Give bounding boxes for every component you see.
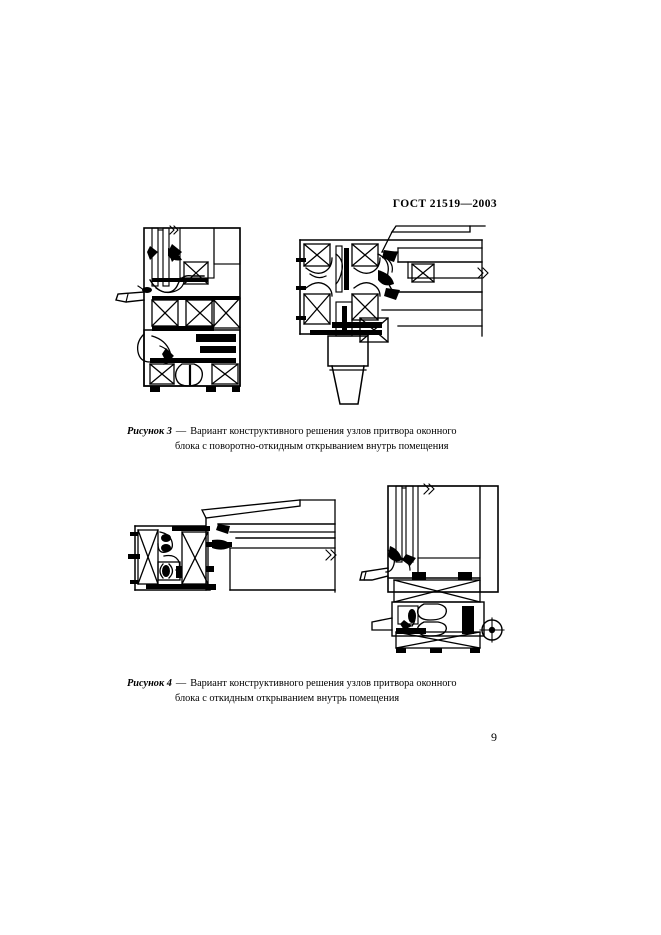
figure-3-dash: — (175, 426, 187, 437)
figure-3-label: Рисунок 3 (127, 426, 172, 437)
figure-3-caption-line1: Вариант конструктивного решения узлов пр… (190, 426, 457, 437)
figure-4-caption-line2: блока с откидным открыванием внутрь поме… (175, 693, 400, 704)
figure-4-caption-line1: Вариант конструктивного решения узлов пр… (190, 678, 457, 689)
figure-3-drawing (0, 218, 661, 408)
fig3-left-section (115, 225, 241, 392)
figure-3-caption-line2: блока с поворотно-откидным открыванием в… (175, 441, 449, 452)
figure-4-label: Рисунок 4 (127, 678, 172, 689)
standard-header: ГОСТ 21519—2003 (392, 198, 497, 210)
figure-4-dash: — (175, 678, 187, 689)
figure-4-drawing (0, 480, 661, 655)
fig4-left-section (128, 499, 337, 593)
figure-3-caption: Рисунок 3—Вариант конструктивного решени… (127, 424, 527, 454)
fig3-right-section (296, 225, 489, 405)
figure-4-caption: Рисунок 4—Вариант конструктивного решени… (127, 676, 527, 706)
fig4-right-section (359, 483, 505, 653)
page-number: 9 (491, 730, 497, 744)
